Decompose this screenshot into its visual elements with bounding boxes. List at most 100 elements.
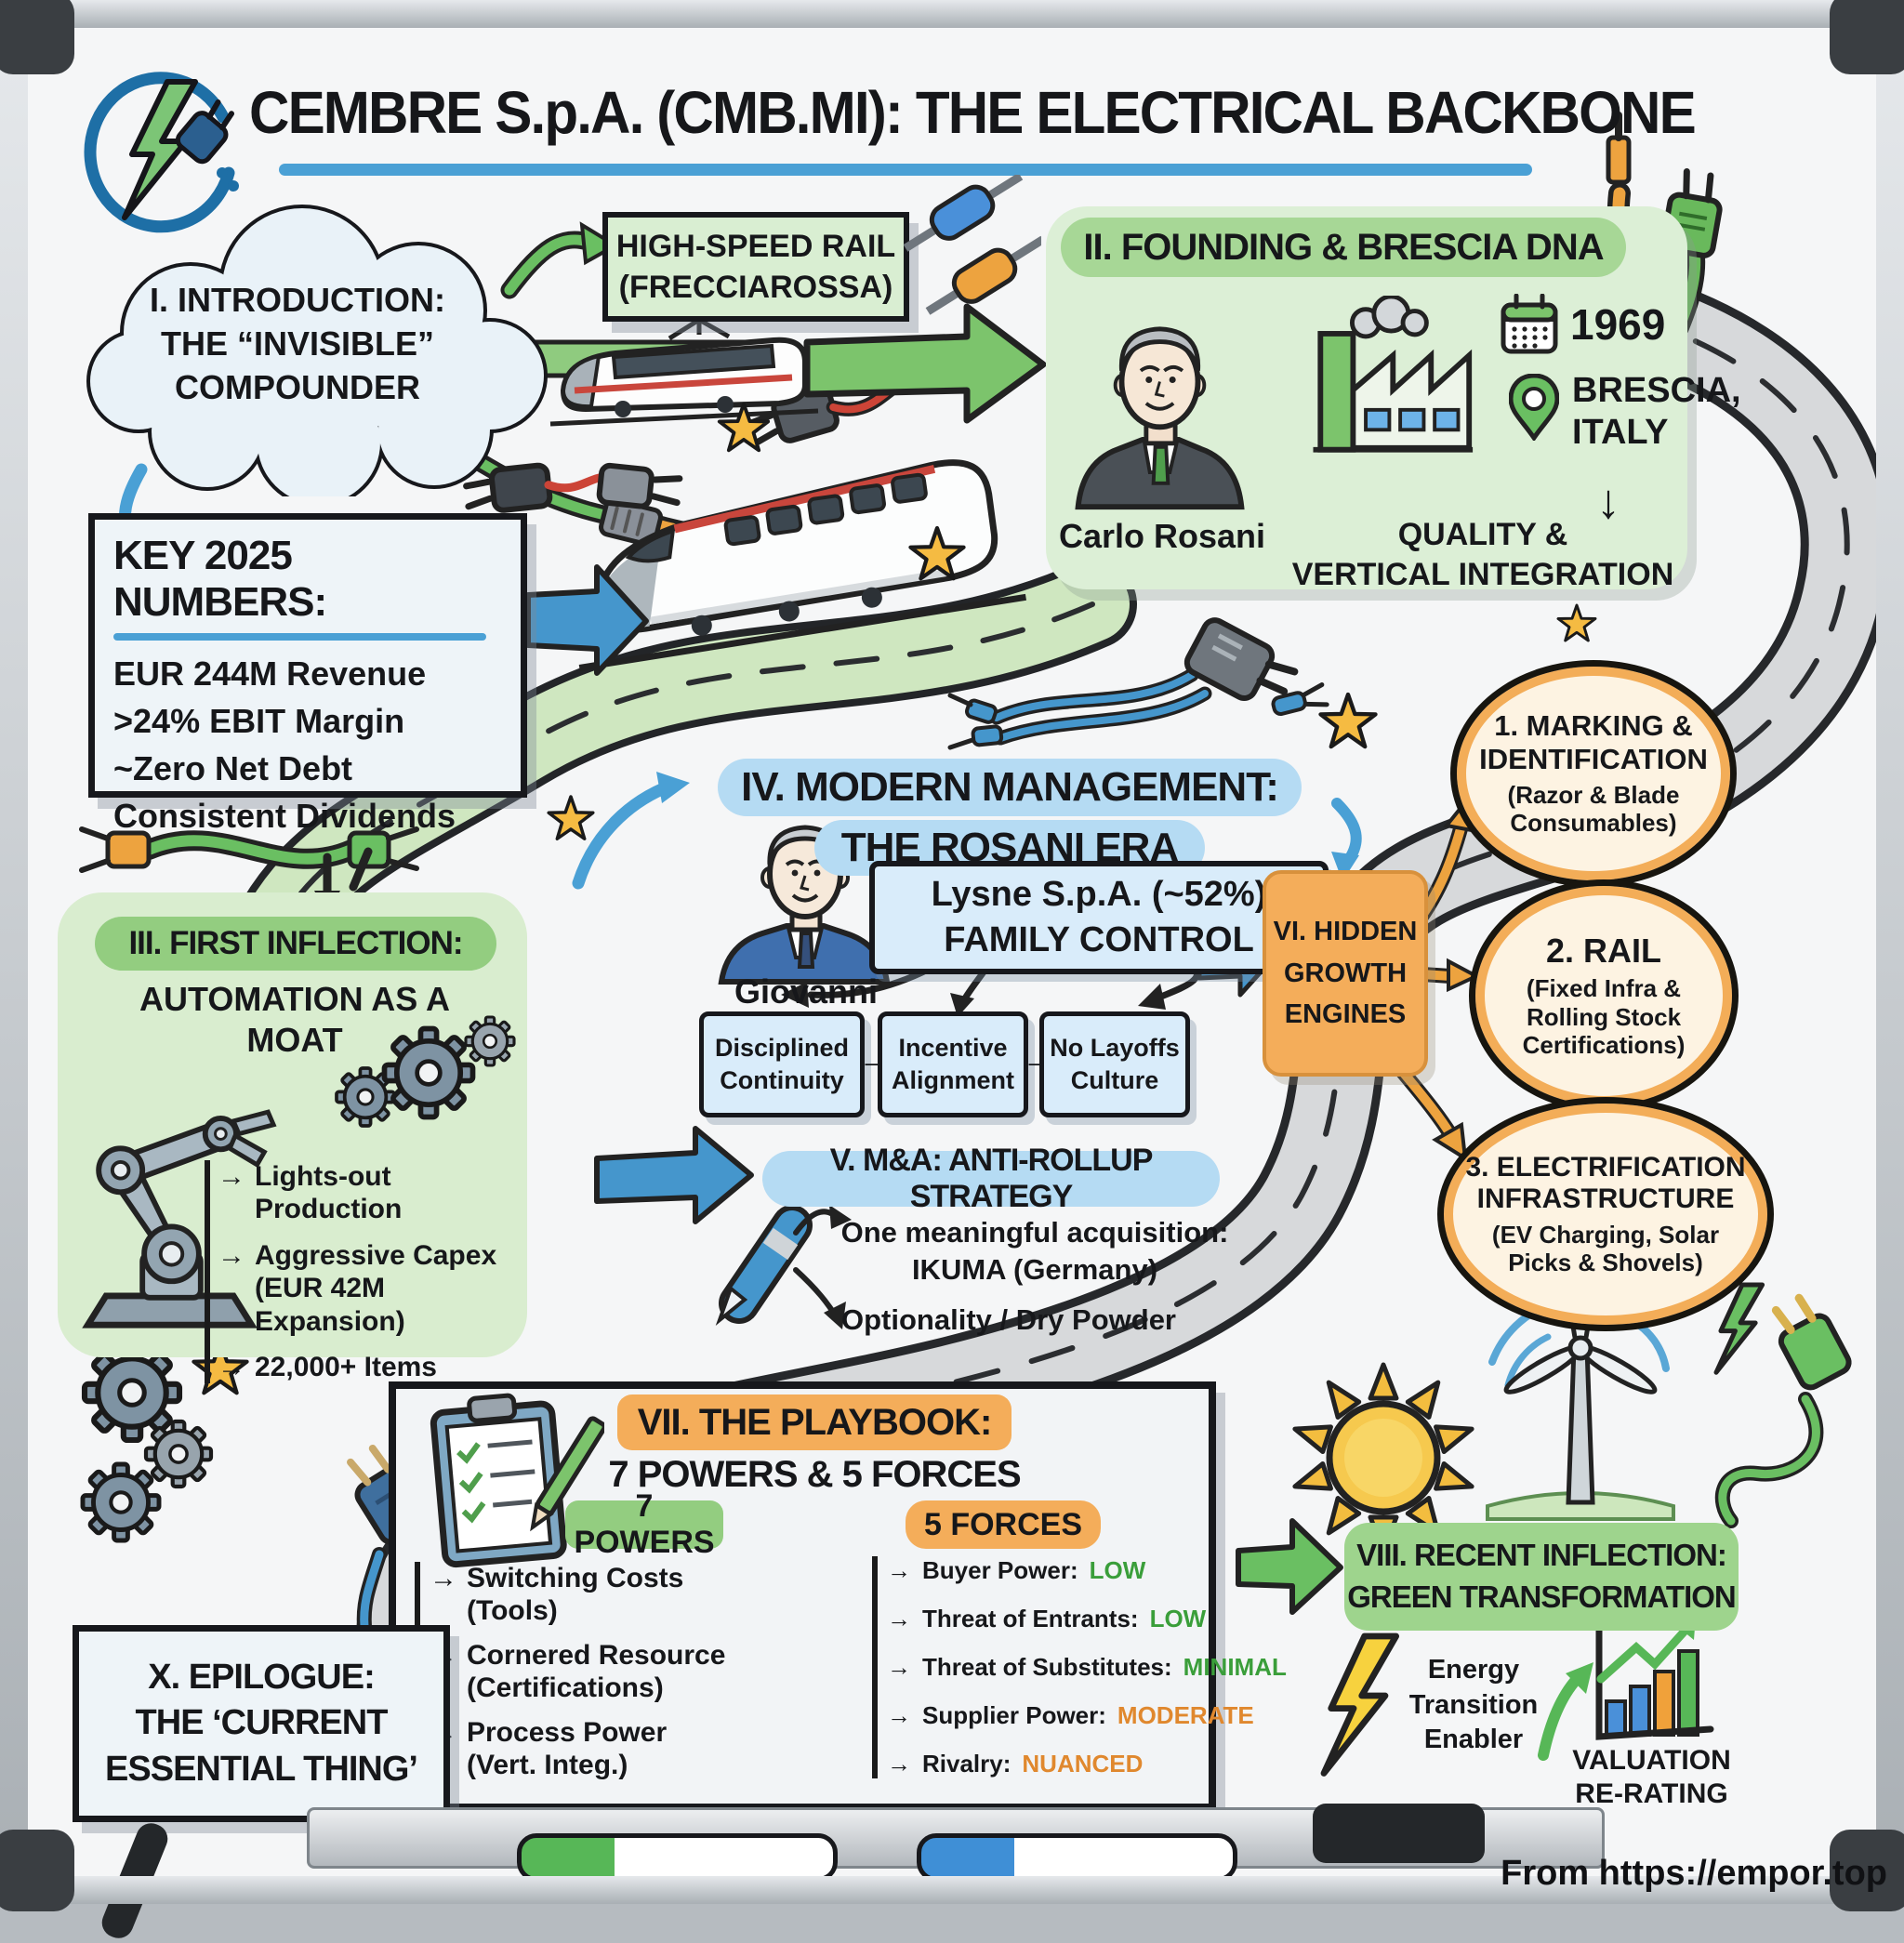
force-value: MINIMAL	[1183, 1653, 1287, 1681]
arrow-iii-ma	[594, 1126, 754, 1224]
arrow-rail-founding	[803, 303, 1047, 424]
watermark: From https://empor.top	[1501, 1854, 1887, 1893]
arrow-cloud-rail	[500, 221, 619, 299]
management-title1: IV. MODERN MANAGEMENT:	[718, 759, 1302, 816]
growth-engines-box: VI. HIDDEN GROWTH ENGINES	[1263, 870, 1428, 1077]
ma-bullet1: One meaningful acquisition: IKUMA (Germa…	[840, 1216, 1229, 1287]
bullet-arrow-icon	[887, 1653, 911, 1682]
bullet-arrow-icon	[218, 1239, 245, 1272]
rail-callout-box: HIGH-SPEED RAIL (FRECCIAROSSA)	[602, 212, 909, 322]
key-number-item: ~Zero Net Debt	[113, 749, 353, 788]
gears-icon	[335, 1015, 516, 1128]
location-pin-icon	[1509, 374, 1559, 441]
gear-icon	[83, 1345, 211, 1540]
calendar-icon	[1501, 294, 1558, 354]
force-value: NUANCED	[1022, 1750, 1144, 1778]
inflection-bullet2a: Aggressive Capex	[255, 1239, 497, 1271]
inflection-subtitle1: AUTOMATION AS A	[139, 980, 450, 1018]
playbook-subtitle: 7 POWERS & 5 FORCES	[608, 1454, 1021, 1495]
rail-line2: (FRECCIAROSSA)	[618, 270, 893, 305]
forces-title: 5 FORCES	[906, 1500, 1101, 1549]
bullet-arrow-icon	[887, 1750, 911, 1778]
force-value: LOW	[1149, 1605, 1207, 1632]
section-intro: I. INTRODUCTION: THE “INVISIBLE” COMPOUN…	[93, 279, 502, 409]
page-title: CEMBRE S.p.A. (CMB.MI): THE ELECTRICAL B…	[249, 79, 1697, 146]
epilogue-box: X. EPILOGUE: THE ‘CURRENT ESSENTIAL THIN…	[73, 1625, 450, 1822]
ma-bullet2: Optionality / Dry Powder	[841, 1303, 1176, 1336]
intro-line2: THE “INVISIBLE”	[160, 324, 435, 363]
arrow-pen-bullets	[793, 1205, 852, 1329]
frame-corner	[0, 1830, 74, 1911]
splice-connectors-icon	[903, 175, 1041, 315]
founding-values: QUALITY & VERTICAL INTEGRATION	[1291, 517, 1674, 592]
key-number-item: >24% EBIT Margin	[113, 702, 405, 741]
frame-top	[0, 0, 1904, 28]
force-value: MODERATE	[1117, 1701, 1254, 1729]
energy-transition-label: Energy Transition Enabler	[1408, 1655, 1539, 1755]
playbook-box: VII. THE PLAYBOOK: 7 POWERS & 5 FORCES 7…	[389, 1381, 1287, 1811]
playbook-title: VII. THE PLAYBOOK:	[617, 1394, 1012, 1450]
key-numbers-title: KEY 2025 NUMBERS:	[113, 533, 327, 625]
intro-line3: COMPOUNDER	[174, 367, 420, 406]
frame-corner	[1830, 0, 1904, 74]
arrow-title-lysne	[1331, 798, 1362, 881]
founding-title: II. FOUNDING & BRESCIA DNA	[1061, 218, 1626, 277]
frame-left	[0, 0, 28, 1904]
force-value: LOW	[1089, 1556, 1146, 1584]
arrow-playbook-green	[1236, 1518, 1343, 1615]
blue-wire-plug	[947, 617, 1329, 750]
frame-right	[1876, 0, 1904, 1904]
inflection-bullet3: 22,000+ Items	[255, 1351, 437, 1382]
cloud-shape	[86, 205, 548, 496]
intro-line1: I. INTRODUCTION:	[150, 281, 445, 319]
growth-bubble-electrification: 3. ELECTRIFICATION INFRASTRUCTURE (EV Ch…	[1437, 1097, 1774, 1331]
clipboard-icon	[430, 1393, 604, 1568]
portrait-carlo	[1075, 326, 1245, 510]
inflection-title: III. FIRST INFLECTION:	[95, 917, 496, 971]
bullet-arrow-icon	[887, 1556, 911, 1585]
plug-pair	[463, 462, 683, 513]
title-underline	[279, 164, 1532, 176]
bullet-arrow-icon	[430, 1562, 457, 1594]
forces-list: Buyer Power:LOW Threat of Entrants:LOW T…	[872, 1556, 1287, 1778]
whiteboard: CEMBRE S.p.A. (CMB.MI): THE ELECTRICAL B…	[0, 0, 1904, 1904]
powers-list: Switching Costs(Tools) Cornered Resource…	[415, 1562, 839, 1782]
factory-icon	[1313, 296, 1474, 453]
arrow-key-right	[525, 564, 649, 676]
marker-blue	[917, 1833, 1237, 1882]
ma-title: V. M&A: ANTI-ROLLUP STRATEGY	[762, 1143, 1220, 1214]
bullet-arrow-icon	[887, 1605, 911, 1633]
family-control-box: Lysne S.p.A. (~52%) FAMILY CONTROL	[869, 861, 1329, 974]
inflection-subtitle2: MOAT	[246, 1021, 343, 1059]
frame-bottom	[0, 1876, 1904, 1904]
frame-corner	[1830, 1830, 1904, 1911]
founder-name: Carlo Rosani	[1058, 517, 1266, 555]
key-numbers-underline	[113, 633, 487, 641]
inflection-bullet2b: (EUR 42M Expansion)	[255, 1273, 405, 1337]
arrows-lysne-pillars	[781, 963, 1200, 1017]
bar-chart-icon	[1595, 1616, 1714, 1740]
pen-icon	[715, 1205, 813, 1327]
valuation-label: VALUATION RE-RATING	[1572, 1745, 1731, 1809]
eraser	[1313, 1804, 1485, 1863]
section-founding: II. FOUNDING & BRESCIA DNA Carlo Rosani	[1046, 206, 1741, 592]
train-icon-large	[578, 459, 1027, 671]
bullet-arrow-icon	[218, 1160, 245, 1193]
rail-line1: HIGH-SPEED RAIL	[615, 228, 896, 264]
robot-arm-icon	[82, 1109, 277, 1328]
logo-icon	[84, 72, 239, 233]
key-number-item: Consistent Dividends	[113, 797, 456, 836]
bullet-arrow-icon	[887, 1701, 911, 1730]
green-plug-icon	[1714, 1293, 1852, 1528]
growth-bubble-marking: 1. MARKING & IDENTIFICATION (Razor & Bla…	[1450, 660, 1737, 887]
inflection-bullets: Lights-out Production Aggressive Capex (…	[205, 1160, 538, 1384]
powers-title: 7 POWERS	[565, 1488, 723, 1560]
arrow-enabler-up	[1538, 1662, 1593, 1761]
section-first-inflection: III. FIRST INFLECTION: AUTOMATION AS A M…	[58, 892, 527, 1384]
lightning-bolt-icon	[1324, 1636, 1396, 1773]
marker-green	[517, 1833, 838, 1882]
founding-year: 1969	[1570, 300, 1666, 349]
